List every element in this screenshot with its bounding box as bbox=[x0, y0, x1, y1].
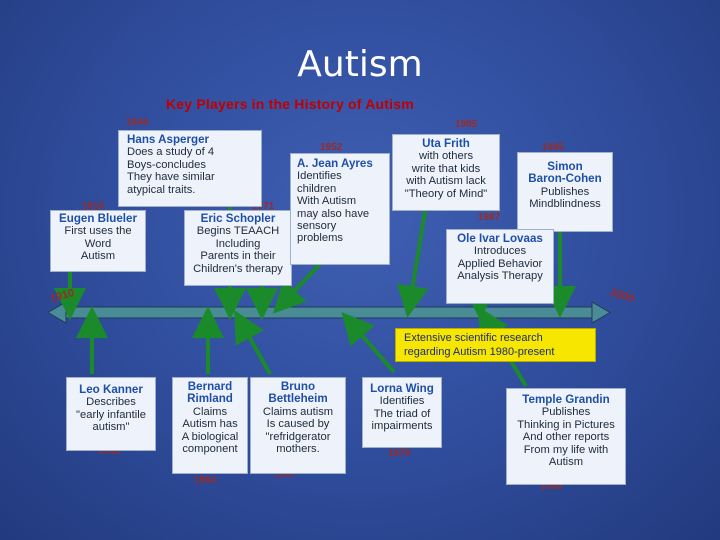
player-description: Claims autism Is caused by "refridgerato… bbox=[262, 405, 334, 456]
player-name: Hans Asperger bbox=[127, 133, 210, 146]
player-description: with others write that kids with Autism … bbox=[404, 150, 488, 200]
player-name: A. Jean Ayres bbox=[297, 157, 373, 170]
slide-title: Autism bbox=[297, 44, 423, 85]
player-name: Eric Schopler bbox=[200, 212, 276, 225]
player-description: Does a study of 4 Boys-concludes They ha… bbox=[127, 146, 215, 196]
player-description: Introduces Applied Behavior Analysis The… bbox=[457, 245, 543, 283]
connector-ayres bbox=[272, 258, 326, 314]
connector-wing bbox=[341, 311, 396, 374]
player-card-baron-cohen: Simon Baron-Cohen Publishes Mindblindnes… bbox=[517, 152, 613, 232]
year-label: 1979 bbox=[388, 448, 411, 459]
year-label: 1964 bbox=[194, 475, 217, 486]
year-label: 1985 bbox=[455, 119, 478, 130]
player-description: Claims Autism has A biological component bbox=[181, 405, 239, 456]
player-card-bettleheim: Bruno Bettleheim Claims autism Is caused… bbox=[250, 377, 346, 474]
player-name: Temple Grandin bbox=[522, 393, 610, 406]
research-callout: Extensive scientific research regarding … bbox=[395, 328, 596, 362]
player-description: Publishes Mindblindness bbox=[529, 185, 601, 211]
year-label: 1952 bbox=[320, 142, 343, 153]
player-description: Publishes Thinking in Pictures And other… bbox=[517, 406, 615, 469]
year-label: 1995 bbox=[542, 142, 565, 153]
player-name: Bruno Bettleheim bbox=[268, 380, 328, 406]
player-card-asperger: Hans Asperger Does a study of 4 Boys-con… bbox=[118, 130, 262, 207]
player-card-blueler: Eugen Blueler First uses the Word Autism bbox=[50, 210, 146, 272]
player-card-wing: Lorna Wing Identifies The triad of impai… bbox=[362, 377, 442, 448]
connector-bettleheim bbox=[234, 310, 272, 375]
diagram-heading: Key Players in the History of Autism bbox=[166, 96, 414, 112]
year-label: 1910 bbox=[82, 201, 105, 212]
player-card-schopler: Eric Schopler Begins TEAACH Including Pa… bbox=[184, 210, 292, 286]
player-name: Lorna Wing bbox=[370, 382, 434, 395]
player-name: Uta Frith bbox=[422, 137, 470, 150]
player-card-grandin: Temple Grandin Publishes Thinking in Pic… bbox=[506, 388, 626, 485]
player-card-ayres: A. Jean Ayres Identifies children With A… bbox=[290, 153, 390, 265]
player-description: First uses the Word Autism bbox=[64, 225, 132, 263]
player-name: Bernard Rimland bbox=[187, 380, 233, 406]
player-name: Ole Ivar Lovaas bbox=[457, 232, 543, 245]
year-label: 1986 bbox=[540, 481, 563, 492]
player-card-lovaas: Ole Ivar Lovaas Introduces Applied Behav… bbox=[446, 229, 554, 304]
player-card-kanner: Leo Kanner Describes "early infantile au… bbox=[66, 377, 156, 451]
player-description: Identifies children With Autism may also… bbox=[297, 170, 370, 245]
year-label: 1987 bbox=[478, 212, 501, 223]
timeline-bar bbox=[47, 301, 611, 324]
connector-frith bbox=[396, 205, 429, 318]
player-card-frith: Uta Frith with others write that kids wi… bbox=[392, 134, 500, 211]
player-card-rimland: Bernard Rimland Claims Autism has A biol… bbox=[172, 377, 248, 474]
year-label: 1971 bbox=[252, 201, 275, 212]
year-label: 1967 bbox=[274, 469, 297, 480]
player-name: Simon Baron-Cohen bbox=[528, 160, 602, 186]
player-name: Eugen Blueler bbox=[59, 212, 137, 225]
year-label: 1944 bbox=[126, 117, 149, 128]
player-description: Identifies The triad of impairments bbox=[371, 395, 433, 433]
year-label: 1943 bbox=[98, 446, 121, 457]
player-name: Leo Kanner bbox=[79, 383, 143, 396]
player-description: Describes "early infantile autism" bbox=[76, 396, 146, 434]
player-description: Begins TEAACH Including Parents in their… bbox=[193, 225, 283, 275]
